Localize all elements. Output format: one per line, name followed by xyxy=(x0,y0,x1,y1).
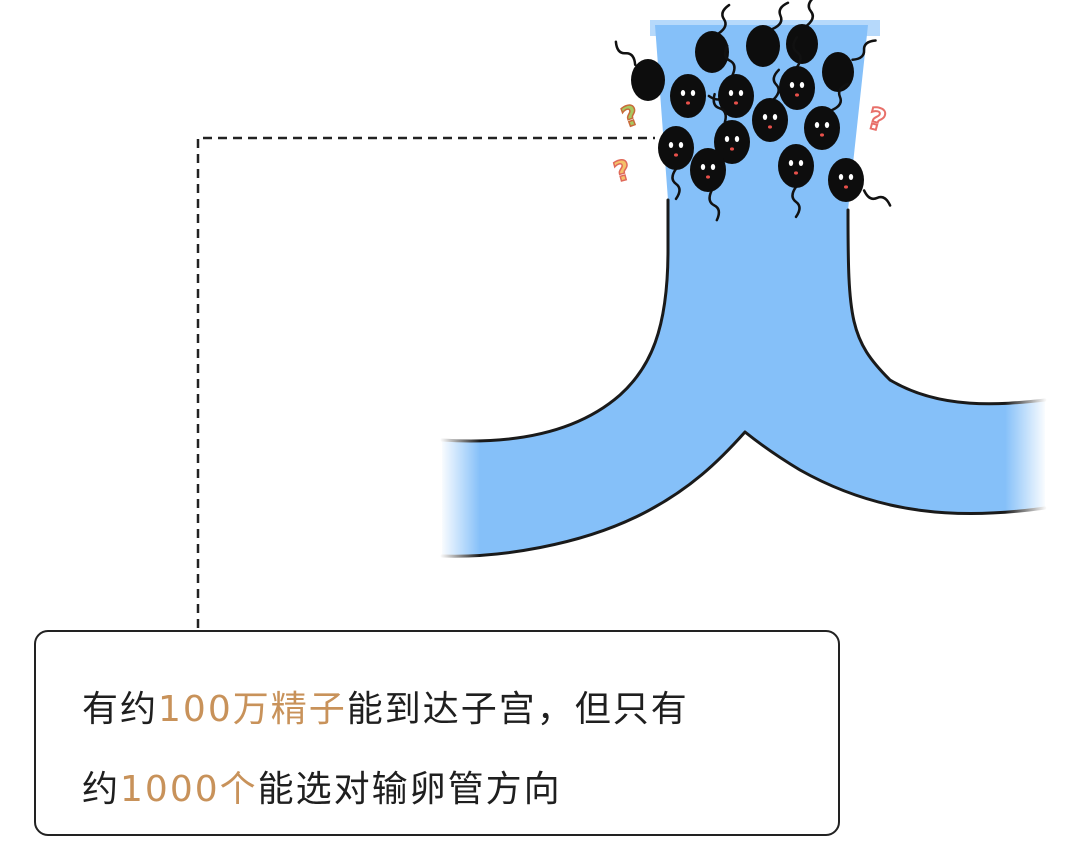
caption-text: 能选对输卵管方向 xyxy=(257,769,562,810)
sperm-icon xyxy=(786,0,818,64)
sperm-icon xyxy=(658,126,694,201)
dashed-leader-line xyxy=(196,136,655,628)
sperm-icon xyxy=(828,158,892,207)
sperm-icon xyxy=(804,82,849,150)
sperm-icon xyxy=(822,39,877,92)
sperm-icon xyxy=(712,92,750,164)
caption-highlight: 1000个 xyxy=(120,769,258,810)
sperm-icon xyxy=(752,68,788,142)
sperm-icon xyxy=(695,3,731,73)
svg-text:?: ? xyxy=(610,153,634,189)
sperm-icon xyxy=(718,44,754,118)
sperm-icon xyxy=(779,35,815,110)
caption-text: 能到达子宫，但只有 xyxy=(346,689,689,730)
svg-text:?: ? xyxy=(617,98,644,135)
sperm-icon xyxy=(614,40,665,101)
caption-highlight: 100万精子 xyxy=(158,689,347,730)
caption-line-1: 有约100万精子能到达子宫，但只有 xyxy=(82,670,794,750)
sperm-cluster xyxy=(614,0,892,222)
caption-box: 有约100万精子能到达子宫，但只有 约1000个能选对输卵管方向 xyxy=(34,630,840,836)
caption-text: 有约 xyxy=(82,689,159,730)
caption-text: 约 xyxy=(82,769,121,810)
svg-text:?: ? xyxy=(864,101,890,139)
sperm-icon xyxy=(746,1,790,67)
sperm-icon xyxy=(690,148,726,222)
sperm-icon xyxy=(778,144,814,219)
caption-line-2: 约1000个能选对输卵管方向 xyxy=(82,750,794,830)
